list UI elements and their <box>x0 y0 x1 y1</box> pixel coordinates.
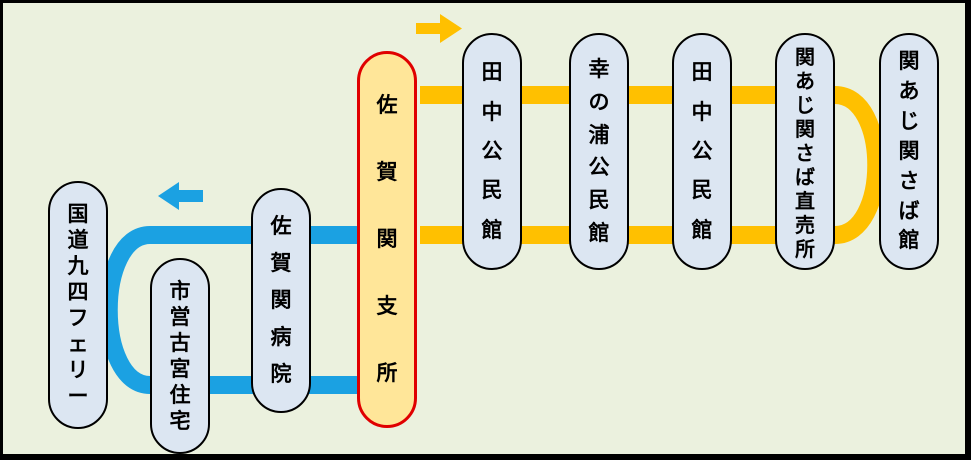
station-name-char: 所 <box>795 237 815 261</box>
station-name-char: 所 <box>376 361 398 385</box>
station-name-char: 館 <box>481 217 503 242</box>
station-name-char: 関 <box>270 288 292 312</box>
station-kokudo-kyushi-ferry[interactable]: 国道九四フェリー国道九四フェリー <box>48 181 108 429</box>
station-name-char: 幸 <box>588 56 610 81</box>
station-kounoura-kominkan[interactable]: 幸の浦公民館幸の浦公民館 <box>569 33 629 270</box>
station-name-char: ば <box>898 198 920 223</box>
station-name-char: あ <box>795 69 815 93</box>
station-name-char: 賀 <box>376 160 398 184</box>
station-name-char: さ <box>795 141 815 165</box>
station-tanaka-kominkan-1[interactable]: 田中公民館田中公民館 <box>462 33 522 270</box>
station-name-char: 市 <box>169 278 191 303</box>
station-name-char: 九 <box>67 253 89 278</box>
station-name-char: ば <box>795 165 815 189</box>
station-name-char: リ <box>67 357 89 382</box>
orange-direction-arrow-icon <box>416 14 462 43</box>
station-saganoseki-shisho[interactable]: 佐賀関支所佐賀関支所 <box>357 51 417 428</box>
station-name-char: 院 <box>270 362 292 386</box>
station-name-char: 営 <box>169 304 191 329</box>
station-name-char: 田 <box>481 60 503 85</box>
station-name-char: 公 <box>588 155 610 180</box>
station-name-char: 館 <box>691 217 713 242</box>
station-name-char: あ <box>898 79 920 104</box>
station-name-char: 関 <box>795 117 815 141</box>
station-name-char: 宅 <box>169 408 191 433</box>
blue-direction-arrow-icon <box>158 182 203 210</box>
station-name-char: 公 <box>481 138 503 163</box>
station-tanaka-kominkan-2[interactable]: 田中公民館田中公民館 <box>672 33 732 270</box>
station-name-char: 関 <box>376 227 398 251</box>
station-name-char: 民 <box>481 178 503 203</box>
station-name-char: 宮 <box>169 356 191 381</box>
station-name-char: じ <box>795 93 815 117</box>
station-name-char: 館 <box>588 221 610 246</box>
station-name-char: 売 <box>795 213 815 237</box>
station-name-char: 住 <box>169 382 191 407</box>
station-name-char: フ <box>67 305 89 330</box>
blue-route-line <box>99 226 360 394</box>
station-name-char: 道 <box>67 227 89 252</box>
station-sekiaji-sekisaba-chokubaisho[interactable]: 関あじ関さば直売所関あじ関さば直売所 <box>775 33 835 270</box>
station-name-char: 浦 <box>588 122 610 147</box>
station-name-char: 関 <box>898 49 920 74</box>
station-name-char: 関 <box>898 138 920 163</box>
station-name-char: 中 <box>481 99 503 124</box>
station-name-char: 古 <box>169 330 191 355</box>
station-name-char: 賀 <box>270 251 292 275</box>
station-name-char: の <box>588 89 610 114</box>
station-name-char: 国 <box>67 201 89 226</box>
station-name-char: 関 <box>795 45 815 69</box>
station-name-char: 直 <box>795 189 815 213</box>
orange-route-line <box>420 86 886 244</box>
station-name-char: 支 <box>376 294 398 318</box>
station-name-char: 佐 <box>270 214 292 238</box>
station-saganoseki-byoin[interactable]: 佐賀関病院佐賀関病院 <box>251 188 311 413</box>
station-name-char: 佐 <box>376 93 398 117</box>
station-name-char: 民 <box>588 188 610 213</box>
station-name-char: 田 <box>691 60 713 85</box>
station-sekiaji-sekisaba-kan[interactable]: 関あじ関さば館関あじ関さば館 <box>879 33 939 270</box>
station-name-char: じ <box>898 109 920 134</box>
station-name-char: 館 <box>898 228 920 253</box>
station-name-char: ェ <box>67 331 89 356</box>
station-name-char: 公 <box>691 138 713 163</box>
station-shiei-furumiya-jutaku[interactable]: 市営古宮住宅市営古宮住宅 <box>150 258 210 454</box>
station-name-char: 中 <box>691 99 713 124</box>
station-name-char: 病 <box>270 325 292 349</box>
station-name-char: 四 <box>67 279 89 304</box>
station-name-char: 民 <box>691 178 713 203</box>
station-name-char: ー <box>67 383 89 408</box>
station-name-char: さ <box>898 168 920 193</box>
